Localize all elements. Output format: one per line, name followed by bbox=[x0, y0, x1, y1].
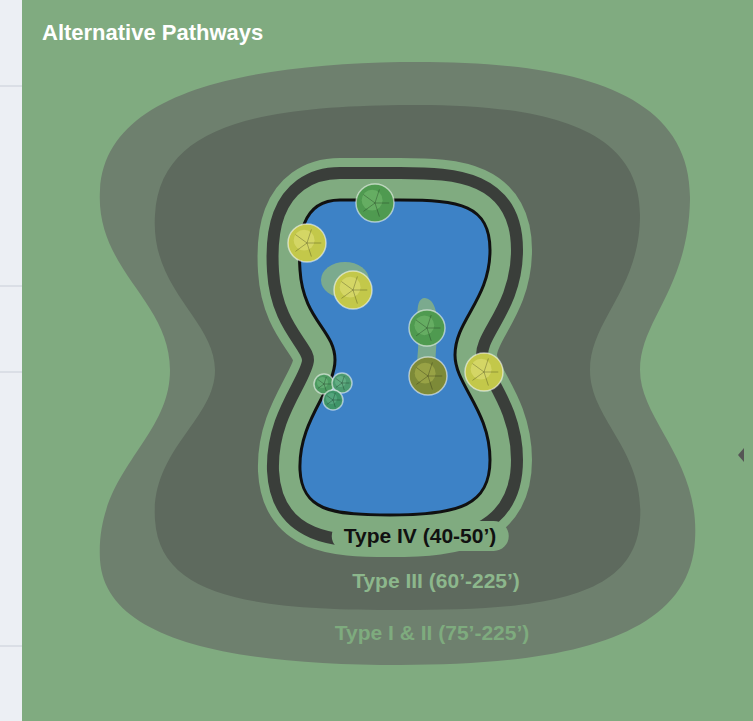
buffer-band-middle: Type III (60’-225’) Type IV (40-50’) bbox=[150, 100, 645, 615]
ring-gap bbox=[299, 200, 490, 515]
band-outline bbox=[155, 105, 641, 610]
band-label: Type III (60’-225’) bbox=[352, 569, 520, 593]
side-strip bbox=[0, 0, 22, 721]
buffer-band-inner: Type IV (40-50’) bbox=[245, 150, 545, 565]
band-shape bbox=[245, 150, 545, 565]
trees bbox=[288, 184, 503, 410]
tree bbox=[409, 310, 445, 346]
dark-ring bbox=[299, 200, 490, 515]
diagram-title: Alternative Pathways bbox=[42, 20, 263, 46]
buffer-band-outer: Type I & II (75’-225’) Type III (60’-225’… bbox=[90, 55, 710, 675]
pond bbox=[299, 200, 490, 515]
band-outline bbox=[100, 62, 696, 665]
ground bbox=[22, 0, 753, 721]
tree bbox=[288, 224, 326, 262]
tree bbox=[465, 353, 503, 391]
band-label: Type IV (40-50’) bbox=[332, 521, 509, 551]
side-rules bbox=[0, 86, 22, 646]
tree bbox=[409, 357, 447, 395]
tree bbox=[323, 390, 343, 410]
tree bbox=[356, 184, 394, 222]
band-label: Type I & II (75’-225’) bbox=[335, 621, 530, 645]
green-margin bbox=[299, 200, 490, 515]
edge-arrow bbox=[738, 448, 744, 462]
tree bbox=[334, 271, 372, 309]
